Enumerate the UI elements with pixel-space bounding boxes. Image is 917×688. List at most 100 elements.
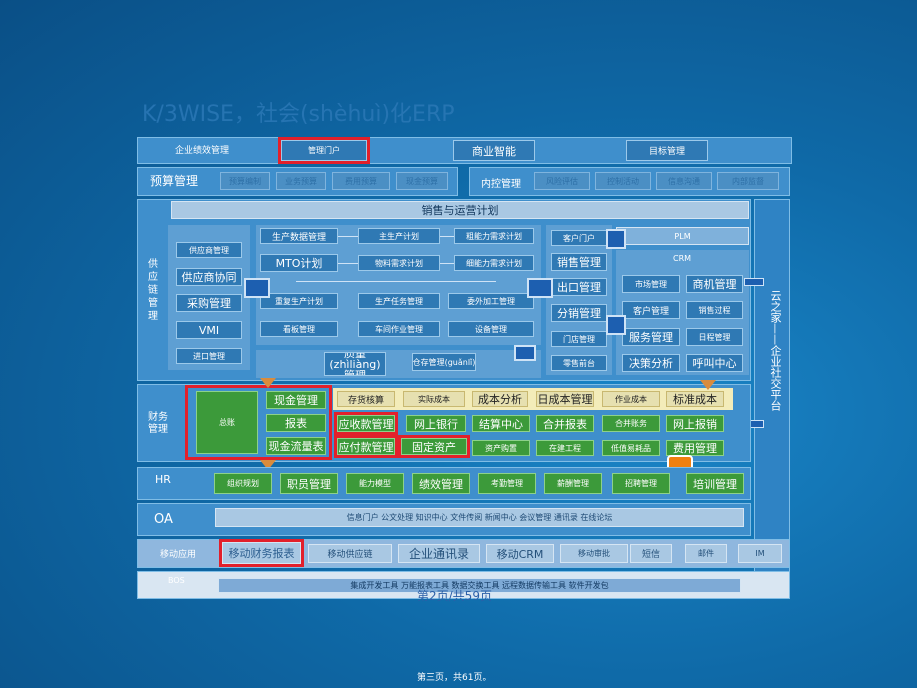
- crm-box[interactable]: 商机管理: [686, 275, 743, 293]
- hr-item[interactable]: 招聘管理: [612, 473, 670, 494]
- mid-box[interactable]: 看板管理: [260, 321, 338, 337]
- mid-box[interactable]: 物料需求计划: [358, 255, 440, 271]
- connector-line: [440, 236, 454, 237]
- mobile-item[interactable]: 企业通讯录: [398, 544, 480, 563]
- mobile-item[interactable]: 移动供应链: [308, 544, 392, 563]
- ic-item[interactable]: 控制活动: [595, 172, 651, 190]
- ic-label: 内控管理: [481, 179, 521, 190]
- hr-item[interactable]: 考勤管理: [478, 473, 536, 494]
- import-mgmt[interactable]: 进口管理: [176, 348, 242, 364]
- down-arrow-icon: [260, 378, 276, 388]
- ledger-box[interactable]: 总账: [196, 391, 258, 454]
- mid-box[interactable]: 重复生产计划: [260, 293, 338, 309]
- crm-box[interactable]: 服务管理: [622, 328, 680, 346]
- fin-box[interactable]: 费用管理: [666, 440, 724, 456]
- budget-item[interactable]: 现金预算: [396, 172, 448, 190]
- mobile-label: 移动应用: [160, 550, 197, 560]
- sales-box[interactable]: 出口管理: [551, 278, 607, 296]
- mid-box[interactable]: 车间作业管理: [358, 321, 440, 337]
- ic-item[interactable]: 风险评估: [534, 172, 590, 190]
- storage-mgmt[interactable]: 仓存管理(guǎnlǐ): [412, 353, 476, 371]
- hr-item[interactable]: 能力模型: [346, 473, 404, 494]
- purchase-mgmt[interactable]: 采购管理: [176, 294, 242, 312]
- budget-item[interactable]: 预算编制: [220, 172, 270, 190]
- crm-box[interactable]: 客户管理: [622, 301, 680, 319]
- mid-box[interactable]: 生产任务管理: [358, 293, 440, 309]
- bos-items[interactable]: 集成开发工具 万能报表工具 数据交换工具 远程数据传输工具 软件开发包: [218, 578, 741, 593]
- fin-box[interactable]: 网上银行: [406, 415, 466, 432]
- fin-box[interactable]: 现金流量表: [266, 437, 326, 455]
- mobile-item[interactable]: IM: [738, 544, 782, 563]
- sales-box[interactable]: 分销管理: [551, 304, 607, 322]
- fin-box[interactable]: 网上报销: [666, 415, 724, 432]
- quality-panel: [256, 350, 541, 378]
- flow-arrow-icon: [606, 315, 626, 335]
- budget-item[interactable]: 业务预算: [276, 172, 326, 190]
- fin-box[interactable]: 报表: [266, 414, 326, 432]
- fin-box[interactable]: 在建工程: [536, 440, 594, 456]
- sales-box[interactable]: 零售前台: [551, 355, 607, 371]
- fin-box[interactable]: 标准成本: [666, 391, 724, 407]
- crm-box[interactable]: 呼叫中心: [686, 354, 743, 372]
- oa-items[interactable]: 信息门户 公文处理 知识中心 文件传阅 新闻中心 会议管理 通讯录 在线论坛: [215, 508, 744, 527]
- fin-box[interactable]: 合并报表: [536, 415, 594, 432]
- supplier-mgmt[interactable]: 供应商管理: [176, 242, 242, 258]
- hr-item[interactable]: 职员管理: [280, 473, 338, 494]
- crm-box[interactable]: 日程管理: [686, 328, 743, 346]
- fin-box[interactable]: 应收款管理: [334, 412, 398, 435]
- hr-item[interactable]: 组织规划: [214, 473, 272, 494]
- mid-box[interactable]: 主生产计划: [358, 228, 440, 244]
- mobile-item[interactable]: 移动审批: [560, 544, 628, 563]
- ic-item[interactable]: 信息沟通: [656, 172, 712, 190]
- plan-bar[interactable]: 销售与运营计划: [171, 201, 749, 219]
- down-arrow-icon: [700, 380, 716, 390]
- portal-box[interactable]: 管理门户: [278, 137, 370, 164]
- fin-box[interactable]: 固定资产: [398, 435, 470, 458]
- mid-box[interactable]: 委外加工管理: [448, 293, 534, 309]
- fin-box[interactable]: 成本分析: [472, 391, 528, 407]
- supply-char: 链: [148, 285, 158, 296]
- vmi[interactable]: VMI: [176, 321, 242, 339]
- bi-box[interactable]: 商业智能: [453, 140, 535, 161]
- sales-box[interactable]: 客户门户: [551, 230, 607, 246]
- fin-box[interactable]: 合并账务: [602, 415, 660, 432]
- sales-box[interactable]: 销售管理: [551, 253, 607, 271]
- quality-mgmt[interactable]: 质量(zhìliàng)管理: [324, 352, 386, 376]
- goal-box[interactable]: 目标管理: [626, 140, 708, 161]
- page-indicator: 第2页/共59页: [417, 589, 492, 603]
- supplier-collab[interactable]: 供应商协同: [176, 268, 242, 286]
- mid-box[interactable]: MTO计划: [260, 254, 338, 272]
- mid-box[interactable]: 设备管理: [448, 321, 534, 337]
- ic-item[interactable]: 内部监督: [717, 172, 779, 190]
- fin-box[interactable]: 现金管理: [266, 391, 326, 409]
- supply-char: 应: [148, 272, 158, 283]
- crm-box[interactable]: 市场管理: [622, 275, 680, 293]
- fin-box[interactable]: 结算中心: [472, 415, 530, 432]
- hr-item[interactable]: 培训管理: [686, 473, 744, 494]
- fin-box[interactable]: 作业成本: [602, 391, 660, 407]
- plm-bar[interactable]: PLM: [616, 227, 749, 245]
- down-arrow-icon: [260, 460, 276, 470]
- hr-item[interactable]: 薪酬管理: [544, 473, 602, 494]
- fin-box[interactable]: 低值易耗品: [602, 440, 660, 456]
- mobile-item[interactable]: 邮件: [685, 544, 727, 563]
- mid-box[interactable]: 生产数据管理: [260, 228, 338, 244]
- mobile-item[interactable]: 移动CRM: [486, 544, 554, 563]
- flow-arrow-icon: [244, 278, 270, 298]
- mid-box[interactable]: 细能力需求计划: [454, 255, 534, 271]
- hr-item[interactable]: 绩效管理: [412, 473, 470, 494]
- connector-line: [296, 281, 496, 282]
- mobile-item[interactable]: 移动财务报表: [219, 539, 304, 567]
- supply-char: 理: [148, 311, 158, 322]
- fin-box[interactable]: 日成本管理: [536, 391, 594, 407]
- crm-box[interactable]: 销售过程: [686, 301, 743, 319]
- fin-box[interactable]: 应付款管理: [334, 435, 398, 458]
- sales-box[interactable]: 门店管理: [551, 331, 607, 347]
- fin-box[interactable]: 资产购置: [472, 440, 530, 456]
- fin-box[interactable]: 存货核算: [337, 391, 395, 407]
- budget-item[interactable]: 费用预算: [332, 172, 390, 190]
- crm-box[interactable]: 决策分析: [622, 354, 680, 372]
- mobile-item[interactable]: 短信: [630, 544, 672, 563]
- fin-box[interactable]: 实际成本: [403, 391, 465, 407]
- mid-box[interactable]: 粗能力需求计划: [454, 228, 534, 244]
